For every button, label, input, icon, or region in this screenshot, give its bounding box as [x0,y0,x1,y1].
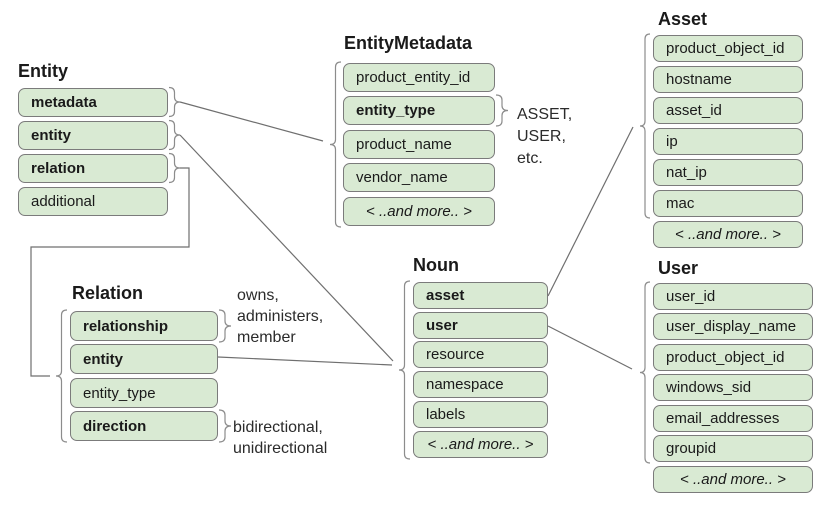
brace-entity-relation [168,152,181,184]
entity-table-title: Entity [18,61,69,81]
relation-table-title: Relation [72,283,144,303]
noun-field-labels: labels [413,401,548,428]
relation-field-direction: direction [70,411,218,441]
entitymetadata-field-vendor-name: vendor_name [343,163,495,192]
relation-field-entity-type: entity_type [70,378,218,408]
asset-field-mac: mac [653,190,803,217]
direction-values-annotation: bidirectional, unidirectional [233,419,328,457]
brace-entity-type-values [495,94,509,127]
asset-table-title: Asset [658,9,708,29]
noun-field-and-more: < ..and more.. > [413,431,548,458]
relation-field-relationship: relationship [70,311,218,341]
noun-field-asset: asset [413,282,548,309]
noun-field-resource: resource [413,341,548,368]
user-field-product-object-id: product_object_id [653,344,813,371]
user-field-user-display-name: user_display_name [653,313,813,340]
entity-field-metadata: metadata [18,88,168,117]
asset-field-asset-id: asset_id [653,97,803,124]
brace-noun-group [398,280,411,460]
entitymetadata-field-product-entity-id: product_entity_id [343,63,495,92]
entitymetadata-field-entity-type: entity_type [343,96,495,125]
user-field-and-more: < ..and more.. > [653,466,813,493]
user-field-windows-sid: windows_sid [653,374,813,401]
noun-field-namespace: namespace [413,371,548,398]
connector-metadata-to-entitymetadata [179,101,324,142]
noun-table-title: Noun [413,255,459,275]
user-field-user-id: user_id [653,283,813,310]
brace-direction-values [218,409,232,443]
relationship-values-annotation: owns, administers, member [237,287,324,346]
asset-field-nat-ip: nat_ip [653,159,803,186]
relation-field-entity: entity [70,344,218,374]
connector-relation-entity-to-noun [217,356,393,366]
user-table-title: User [658,258,699,278]
entity-field-relation: relation [18,154,168,183]
brace-asset-group [639,33,651,219]
entitymetadata-table-title: EntityMetadata [344,33,473,53]
asset-field-product-object-id: product_object_id [653,35,803,62]
asset-field-and-more: < ..and more.. > [653,221,803,248]
noun-field-user: user [413,312,548,339]
asset-field-ip: ip [653,128,803,155]
brace-entity-entity [168,119,181,151]
entity-field-entity: entity [18,121,168,150]
entity-type-values-annotation: ASSET, USER, etc. [517,106,573,167]
brace-relation-group [55,309,68,443]
brace-relationship-values [218,309,232,343]
user-field-email-addresses: email_addresses [653,405,813,432]
brace-user-group [639,281,651,464]
brace-entitymetadata-group [329,61,342,228]
entity-field-additional: additional [18,187,168,216]
asset-field-hostname: hostname [653,66,803,93]
connector-user-to-user-table [547,325,633,370]
brace-entity-metadata [168,86,181,118]
entitymetadata-field-and-more: < ..and more.. > [343,197,495,226]
user-field-groupid: groupid [653,435,813,462]
entitymetadata-field-product-name: product_name [343,130,495,159]
